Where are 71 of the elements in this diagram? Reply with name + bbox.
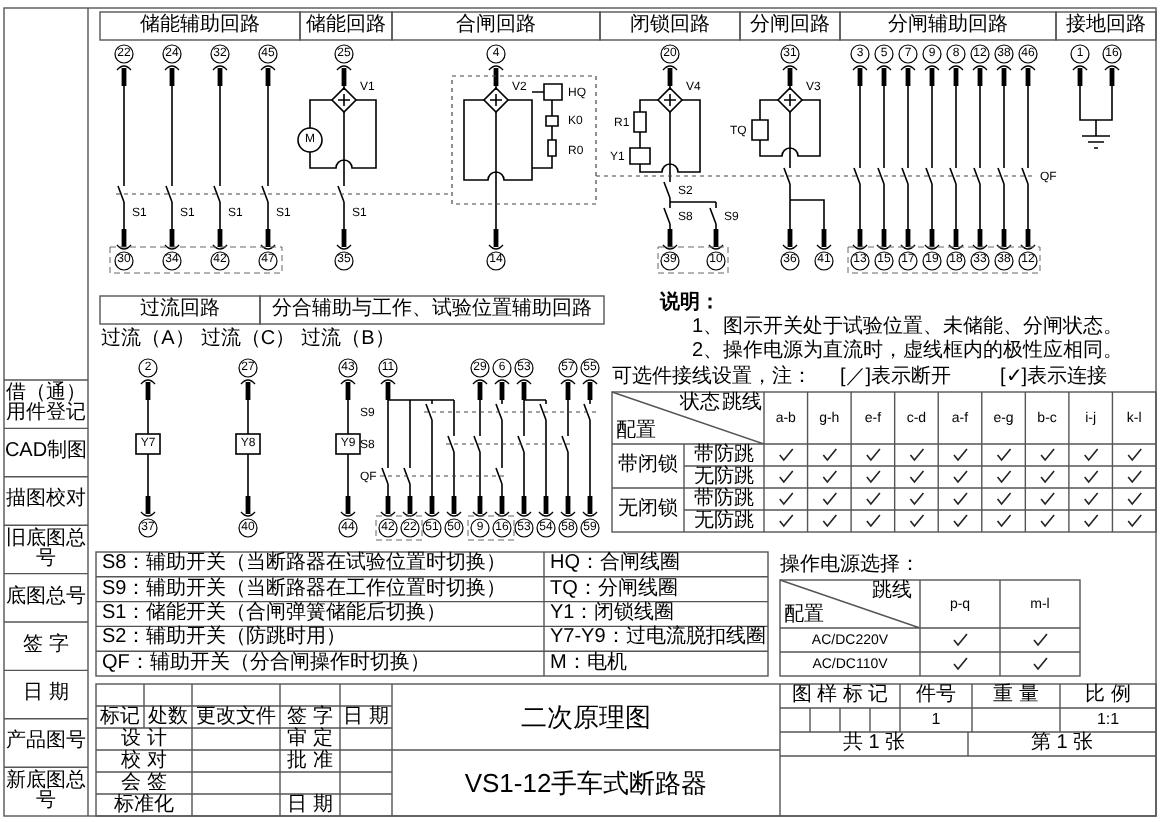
- legend-text: S8：辅助开关（当断路器在试验位置时切换）: [102, 552, 509, 577]
- legend-text: Y1：闭锁线圈: [550, 601, 677, 625]
- notes-heading: 说明：: [660, 292, 722, 316]
- product-name: VS1-12手车式断路器: [462, 766, 710, 802]
- corner-heading: 跳线: [872, 582, 912, 602]
- signature-field-label: 审 定: [285, 728, 335, 749]
- note-text: 2、操作电源为直流时，虚线框内的极性应相同。: [692, 340, 1126, 364]
- legend-text: HQ：合闸线圈: [550, 552, 682, 577]
- sidebar-field-label: 底图总号: [4, 583, 88, 612]
- quantity-value: 1: [929, 708, 943, 732]
- sidebar-field-label: 旧底图总号: [4, 525, 88, 574]
- section-heading: 储能回路: [304, 12, 388, 40]
- key-note: [✓]表示连接: [1000, 366, 1110, 390]
- revision-field-label: 标记: [98, 706, 142, 727]
- section-heading: 过流回路: [138, 296, 222, 324]
- circuit-title: 过流（C）: [200, 328, 296, 352]
- legend-text: QF：辅助开关（分合闸操作时切换）: [102, 651, 432, 676]
- section-heading: 分合辅助与工作、试验位置辅助回路: [270, 296, 594, 324]
- row-heading: 带防跳: [692, 488, 756, 509]
- key-note: [／]表示断开: [840, 366, 954, 390]
- title-field-label: 件号: [914, 684, 958, 708]
- table-title: 可选件接线设置，注：: [612, 366, 814, 390]
- row-group-heading: 带闭锁: [616, 451, 680, 480]
- section-heading: 合闸回路: [454, 12, 538, 40]
- legend-text: M：电机: [550, 651, 629, 676]
- sidebar-field-label: 产品图号: [4, 727, 88, 757]
- legend-text: S2：辅助开关（防跳时用）: [102, 626, 349, 651]
- corner-heading: 配置: [616, 422, 656, 442]
- sidebar-field-label: 新底图总号: [4, 767, 88, 816]
- title-field-label: 重 量: [991, 684, 1041, 708]
- row-heading: 无防跳: [692, 466, 756, 487]
- revision-field-label: 更改文件: [194, 706, 278, 728]
- sheet-count: 共 1 张: [840, 732, 908, 756]
- section-heading: 接地回路: [1064, 12, 1148, 40]
- signature-field-label: 会 签: [119, 772, 169, 793]
- revision-field-label: 日 期: [341, 706, 391, 728]
- legend-text: Y7-Y9：过电流脱扣线圈: [550, 626, 768, 651]
- signature-field-label: 日 期: [285, 794, 335, 816]
- signature-field-label: 设 计: [121, 728, 168, 749]
- revision-field-label: 处数: [146, 706, 190, 727]
- signature-field-label: 校 对: [119, 750, 169, 771]
- legend-text: S1：储能开关（合闸弹簧储能后切换）: [102, 601, 449, 625]
- corner-heading: 状态: [680, 394, 720, 414]
- section-heading: 分闸辅助回路: [886, 12, 1010, 40]
- note-text: 1、图示开关处于试验位置、未储能、分闸状态。: [692, 316, 1126, 339]
- corner-heading: 跳线: [722, 394, 762, 414]
- title-field-label: 图 样 标 记: [789, 684, 891, 708]
- sidebar-field-label: 借（通）用件登记: [4, 380, 88, 429]
- legend-text: S9：辅助开关（当断路器在工作位置时切换）: [102, 576, 509, 601]
- section-heading: 分闸回路: [748, 12, 832, 40]
- circuit-title: 过流（A）: [100, 328, 196, 352]
- circuit-title: 过流（B）: [300, 328, 396, 352]
- row-group-heading: 无闭锁: [616, 496, 680, 524]
- sidebar-field-label: 签 字: [21, 631, 71, 661]
- section-heading: 闭锁回路: [628, 12, 712, 40]
- legend-text: TQ：分闸线圈: [550, 576, 680, 601]
- revision-field-label: 签 字: [285, 706, 335, 727]
- signature-field-label: 批 准: [285, 750, 335, 772]
- table-title: 操作电源选择：: [780, 554, 922, 578]
- drawing-title: 二次原理图: [519, 700, 653, 736]
- row-heading: 带防跳: [692, 444, 756, 465]
- section-heading: 储能辅助回路: [138, 12, 262, 40]
- scale-value: 1:1: [1094, 708, 1122, 732]
- corner-heading: 配置: [784, 606, 824, 626]
- sidebar-field-label: 日 期: [21, 679, 71, 709]
- sidebar-field-label: 描图校对: [4, 485, 88, 515]
- sheet-number: 第 1 张: [1028, 732, 1096, 756]
- row-heading: 无防跳: [692, 510, 756, 532]
- sidebar-field-label: CAD制图: [4, 437, 88, 467]
- title-field-label: 比 例: [1083, 684, 1133, 708]
- signature-field-label: 标准化: [112, 794, 176, 816]
